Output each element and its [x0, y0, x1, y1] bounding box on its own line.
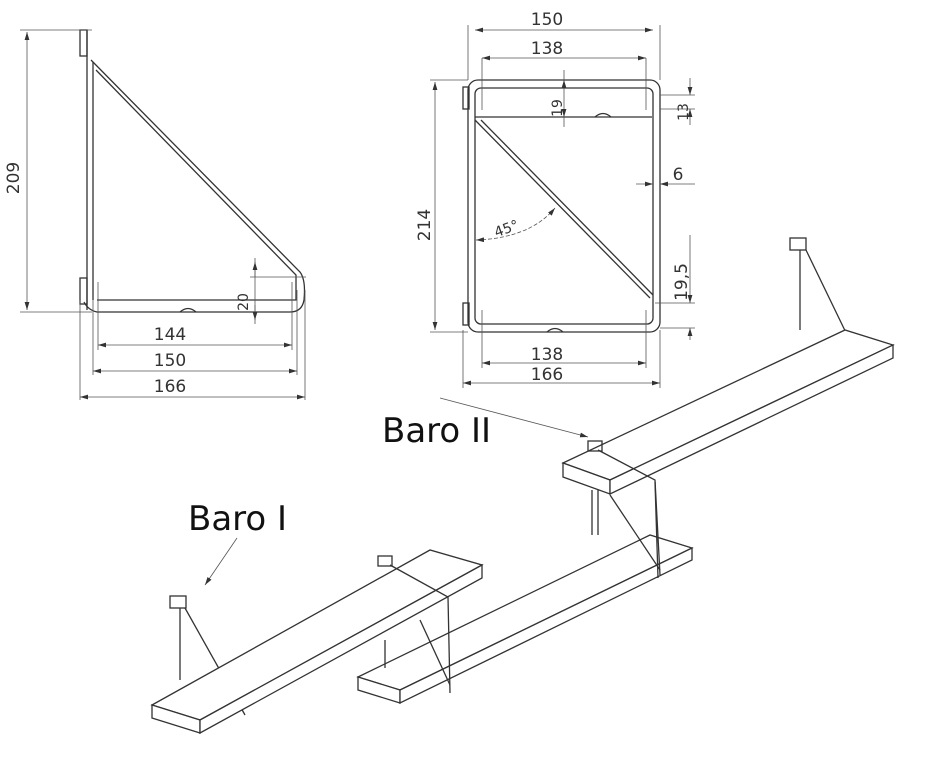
- dim-6: 6: [673, 165, 684, 185]
- dim-209: 209: [4, 162, 24, 194]
- front-view-bracket: [430, 25, 695, 388]
- dim-166-front: 166: [531, 365, 563, 385]
- dim-19-5: 19,5: [672, 263, 692, 301]
- label-baro-1: Baro I: [188, 499, 287, 539]
- dim-20: 20: [236, 293, 252, 311]
- angle-45: 45°: [492, 217, 521, 241]
- dim-150: 150: [154, 351, 186, 371]
- dim-138-top: 138: [531, 39, 563, 59]
- baro-2-shelf-system: [356, 237, 895, 705]
- dim-19: 19: [550, 99, 566, 117]
- baro-1-shelf-system: [150, 549, 484, 735]
- dim-150-front: 150: [531, 10, 563, 30]
- leader-baro-2: [439, 397, 589, 438]
- dim-166: 166: [154, 377, 186, 397]
- dim-214: 214: [415, 209, 435, 241]
- dim-138-bottom: 138: [531, 345, 563, 365]
- leader-baro-1: [204, 537, 238, 586]
- label-baro-2: Baro II: [382, 411, 491, 451]
- dim-144: 144: [154, 325, 186, 345]
- side-view-bracket: [20, 29, 306, 400]
- dim-13: 13: [676, 103, 692, 121]
